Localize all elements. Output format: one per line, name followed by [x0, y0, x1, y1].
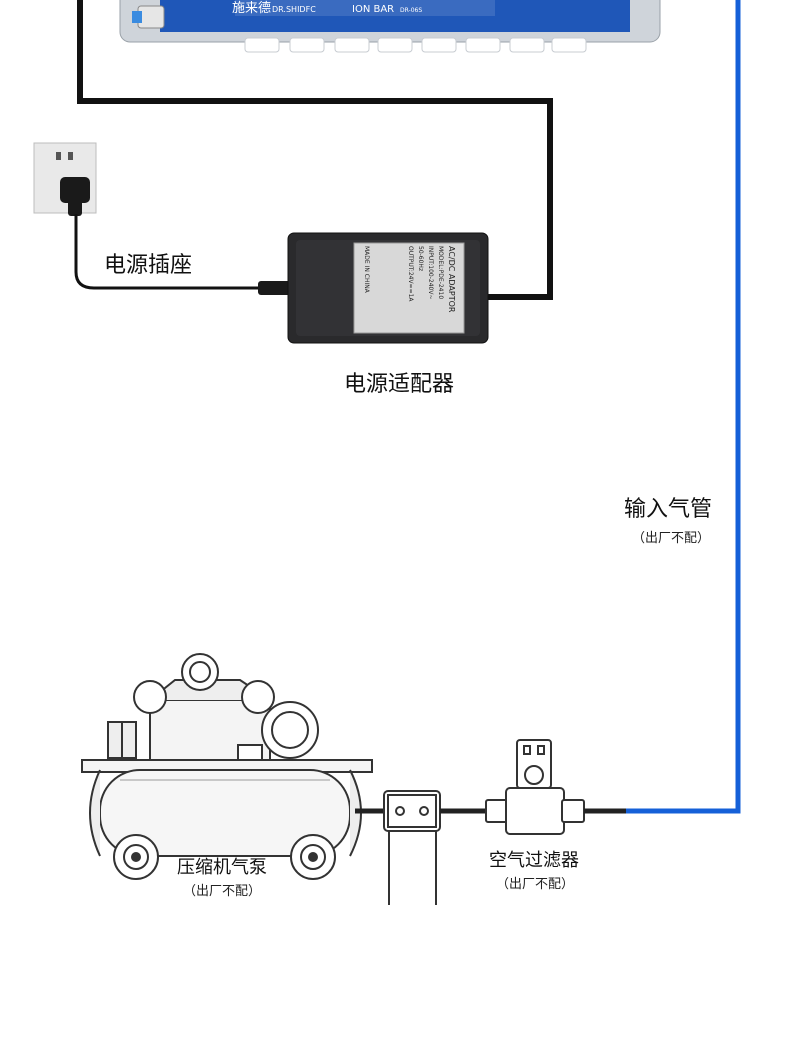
device-model-code: DR-06S: [400, 7, 422, 14]
air-filter-note: （出厂不配）: [496, 877, 575, 892]
input-air-pipe-note: （出厂不配）: [632, 531, 711, 546]
adapter-label-model: MODEL:PDE-2410: [437, 246, 444, 299]
compressor-note: （出厂不配）: [183, 884, 262, 899]
device-air-inlet-fitting: [132, 5, 165, 29]
input-air-pipe-label: 输入气管: [624, 497, 713, 522]
ac-power-cable: [74, 214, 265, 290]
power-adapter-label: 电源适配器: [344, 372, 455, 397]
adapter-label-output: OUTPUT:24V==1A: [407, 246, 414, 302]
compressor-wheel-left: [113, 834, 159, 880]
air-compressor: [81, 653, 373, 880]
pressure-regulator-unit: [383, 790, 441, 905]
compressor-tank: [81, 759, 373, 857]
adapter-label-origin: MADE IN CHINA: [363, 246, 370, 294]
dc-power-cable: [77, 0, 553, 300]
adapter-label-title: AC/DC ADAPTOR: [447, 246, 456, 313]
compressor-label: 压缩机气泵: [177, 857, 267, 878]
air-filter-label: 空气过滤器: [489, 850, 579, 871]
device-brand-cn: 施来德: [232, 1, 271, 16]
power-adapter: AC/DC ADAPTOR MODEL:PDE-2410 INPUT:100-2…: [258, 232, 489, 344]
adapter-label-freq: 50-60Hz: [417, 246, 424, 271]
compressor-pump-head: [107, 653, 319, 771]
air-filter: [485, 739, 626, 835]
adapter-label-input: INPUT:100-240V~: [427, 246, 434, 300]
power-socket-label: 电源插座: [104, 253, 193, 278]
device-brand-en: DR.SHIDFC: [272, 5, 316, 14]
power-plug: [60, 177, 90, 216]
device-ion-nozzles: [244, 37, 587, 53]
device-model-name: ION BAR: [352, 4, 394, 15]
adapter-spec-label: AC/DC ADAPTOR MODEL:PDE-2410 INPUT:100-2…: [353, 242, 465, 334]
ion-bar-device: 施来德 DR.SHIDFC ION BAR DR-06S: [119, 0, 661, 53]
compressor-wheel-right: [290, 834, 336, 880]
input-air-pipe: [622, 0, 741, 814]
